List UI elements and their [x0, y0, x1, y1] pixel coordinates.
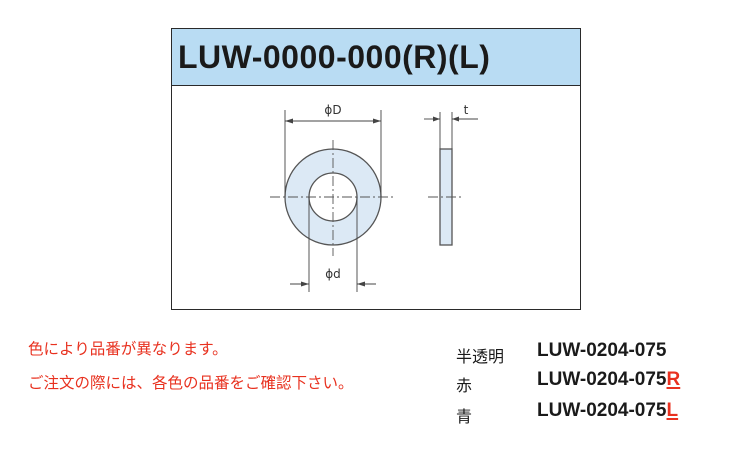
thickness-dimension	[424, 112, 478, 149]
arrowhead	[357, 281, 365, 287]
washer-side-view	[428, 148, 464, 246]
panel-header: LUW-0000-000(R)(L)	[172, 29, 580, 86]
color-label-translucent: 半透明	[456, 347, 505, 366]
inner-diameter-dimension	[290, 197, 376, 292]
part-base: LUW-0204-075	[537, 400, 667, 421]
part-number-translucent: LUW-0204-075	[537, 340, 667, 362]
arrowhead	[373, 118, 381, 124]
arrowhead	[452, 116, 459, 122]
color-label-red: 赤	[456, 376, 473, 395]
arrowhead	[433, 116, 440, 122]
part-suffix-l: L	[666, 400, 679, 421]
color-note-line-1: 色により品番が異なります。	[28, 340, 228, 358]
color-note-line-2: ご注文の際には、各色の品番をご確認下さい。	[28, 374, 354, 392]
part-number-red: LUW-0204-075R	[537, 369, 680, 391]
inner-diameter-label: ϕd	[325, 267, 341, 281]
part-suffix-r: R	[666, 369, 681, 390]
part-number-title: LUW-0000-000(R)(L)	[178, 39, 491, 75]
part-number-blue: LUW-0204-075L	[537, 400, 678, 422]
arrowhead	[285, 118, 293, 124]
part-base: LUW-0204-075	[537, 340, 667, 361]
arrowhead	[301, 281, 309, 287]
thickness-label: t	[464, 103, 469, 117]
outer-diameter-dimension	[284, 110, 382, 197]
outer-diameter-label: ϕD	[324, 103, 341, 117]
washer-front-view	[270, 140, 396, 256]
color-label-blue: 青	[456, 407, 473, 426]
part-base: LUW-0204-075	[537, 369, 667, 390]
spec-panel: LUW-0000-000(R)(L)	[171, 28, 581, 310]
